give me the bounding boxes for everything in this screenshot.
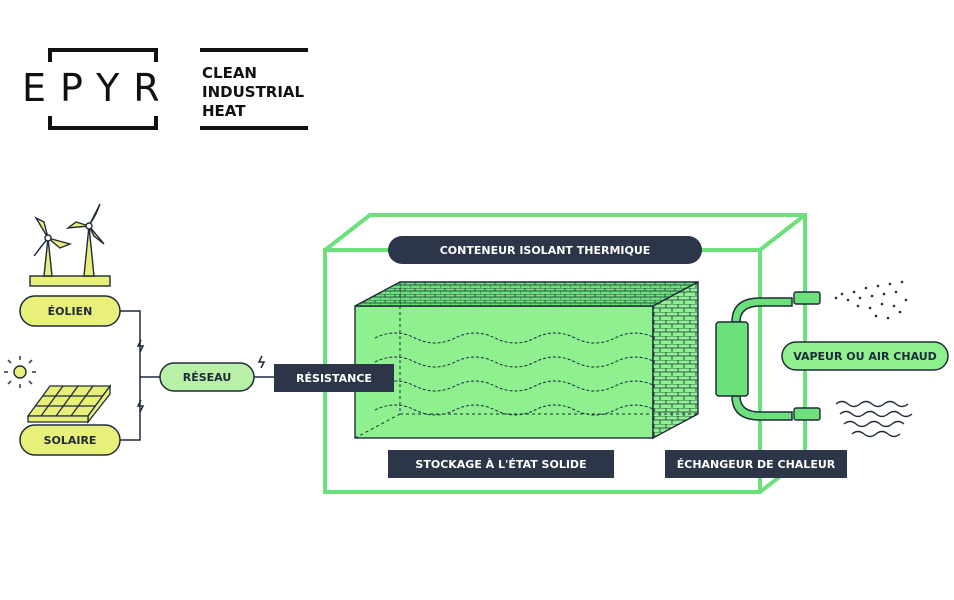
stockage-label: STOCKAGE À L'ÉTAT SOLIDE — [415, 458, 586, 471]
hot-air-waves-icon — [835, 400, 913, 438]
heat-exchanger — [715, 297, 793, 421]
echangeur-label-box: ÉCHANGEUR DE CHALEUR — [665, 450, 847, 478]
sun-icon — [4, 356, 36, 388]
echangeur-label: ÉCHANGEUR DE CHALEUR — [677, 458, 836, 471]
reseau-pill: RÉSEAU — [159, 362, 255, 392]
outlet-pipes — [793, 291, 821, 421]
steam-icon — [834, 280, 908, 320]
lightning-icon — [136, 339, 266, 413]
vapeur-pill: VAPEUR OU AIR CHAUD — [781, 341, 949, 371]
resistance-label-box: RÉSISTANCE — [274, 364, 394, 392]
wiring — [120, 310, 274, 441]
epyr-logo: EPYR CLEAN INDUSTRIAL HEAT — [22, 48, 322, 132]
resistance-label: RÉSISTANCE — [296, 372, 372, 385]
wind-turbine-icon — [29, 203, 111, 287]
eolien-pill: ÉOLIEN — [19, 295, 121, 327]
conteneur-label: CONTENEUR ISOLANT THERMIQUE — [440, 244, 651, 257]
reseau-label: RÉSEAU — [183, 371, 232, 384]
logo-tagline: CLEAN INDUSTRIAL HEAT — [202, 64, 305, 120]
eolien-label: ÉOLIEN — [48, 305, 93, 318]
solar-panel-icon — [26, 384, 112, 424]
solid-state-storage — [354, 280, 699, 440]
heat-flow-arrows — [374, 332, 656, 416]
logo-wordmark: EPYR — [22, 66, 174, 110]
solaire-pill: SOLAIRE — [19, 424, 121, 456]
stockage-label-box: STOCKAGE À L'ÉTAT SOLIDE — [388, 450, 614, 478]
solaire-label: SOLAIRE — [44, 434, 97, 447]
logo-frame — [48, 48, 308, 130]
vapeur-label: VAPEUR OU AIR CHAUD — [793, 350, 937, 363]
container-label: CONTENEUR ISOLANT THERMIQUE — [388, 236, 702, 264]
